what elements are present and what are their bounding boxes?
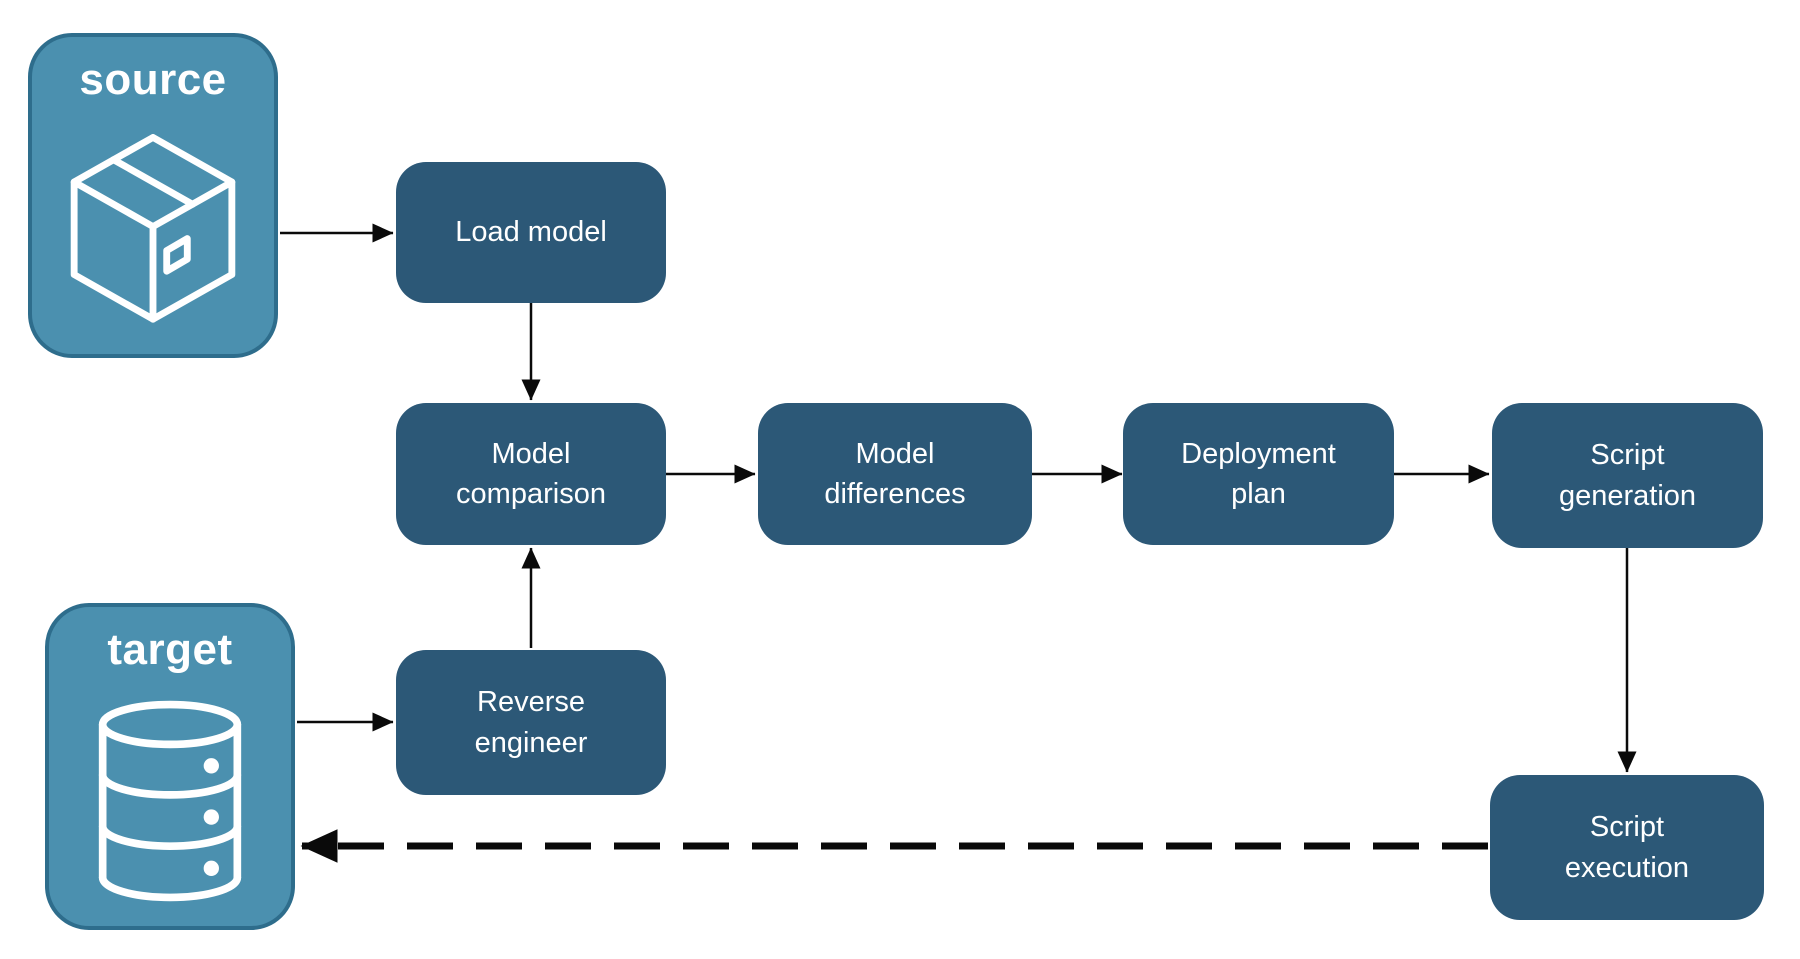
node-label: Model comparison: [456, 437, 606, 510]
target-container: target: [45, 603, 295, 930]
source-label: source: [79, 55, 227, 104]
package-icon: [32, 105, 274, 354]
node-model-comparison: Model comparison: [396, 403, 666, 545]
node-label: Script generation: [1558, 439, 1697, 512]
source-container: source: [28, 33, 278, 358]
node-label: Deployment plan: [1181, 437, 1336, 510]
node-label: Model differences: [824, 437, 966, 510]
database-icon: [49, 675, 291, 926]
node-label: Load model: [455, 216, 607, 249]
node-reverse-engineer: Reverse engineer: [396, 650, 666, 795]
node-load-model: Load model: [396, 162, 666, 303]
node-model-differences: Model differences: [758, 403, 1032, 545]
node-label: Reverse engineer: [474, 686, 588, 759]
target-label: target: [107, 625, 233, 674]
node-script-execution: Script execution: [1490, 775, 1764, 920]
node-deployment-plan: Deployment plan: [1123, 403, 1394, 545]
node-script-generation: Script generation: [1492, 403, 1763, 548]
node-label: Script execution: [1564, 811, 1690, 884]
